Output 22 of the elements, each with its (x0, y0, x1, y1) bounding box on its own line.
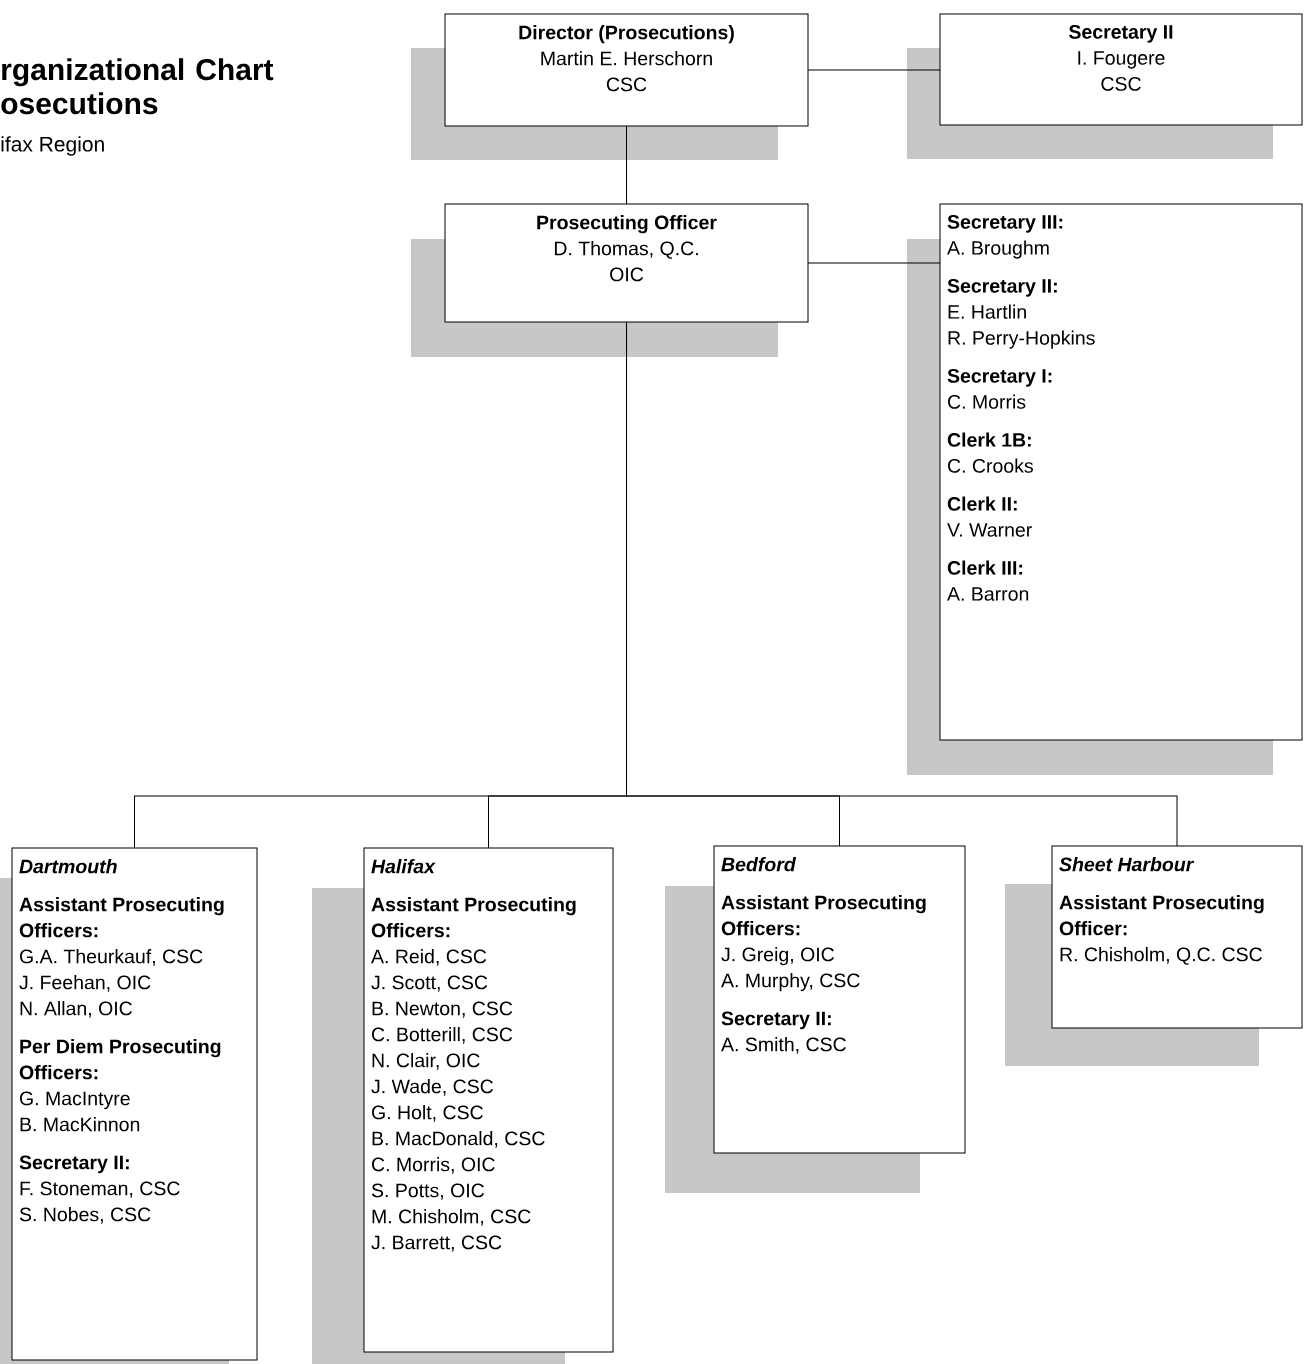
node-label: Bedford (721, 857, 797, 872)
org-box: Secretary II I. Fougere CSC (907, 13, 1303, 159)
connector-line (626, 321, 1178, 847)
org-box: Director (Prosecutions) Martin E. Herschorn CSC (411, 13, 809, 160)
org-box: Prosecuting Officer D. Thomas, Q.C. OIC (411, 203, 809, 357)
org-box: Dartmouth Assistant Prosecuting Officers: G.A. Theurkauf, CSC J. Feehan, OIC N. Allan, OIC Per Diem Prosecuting Officers: G. MacIntyre B. MacKinnon Secretary II: F. Stoneman, CSC S. Nobes, CSC (0, 847, 258, 1364)
node-label: Dartmouth (19, 859, 117, 874)
org-box: Sheet Harbour Assistant Prosecuting Officer: R. Chisholm, Q.C. CSC (1005, 845, 1303, 1066)
org-box: Bedford Assistant Prosecuting Officers: J. Greig, OIC A. Murphy, CSC Secretary II: A. Smith, CSC (665, 845, 966, 1193)
subtitle: ifax Region (1, 136, 104, 156)
node-label: Sheet Harbour (1059, 857, 1195, 872)
node-label: Prosecuting Officer (537, 215, 717, 234)
chart-title: rganizational Chart osecutions (1, 58, 274, 115)
node-label: Halifax (371, 859, 436, 874)
node-label: Secretary II (1069, 25, 1173, 43)
connector-line (807, 69, 941, 71)
node-label: Director (Prosecutions) (519, 25, 734, 44)
connector-line (807, 262, 941, 264)
connector-line (626, 125, 627, 205)
org-box: Secretary III: A. Broughm Secretary II: E. Hartlin R. Perry-Hopkins Secretary I: C. Morris Clerk 1B: C. Crooks Clerk II: V. Warner Clerk III: A. Barron (907, 203, 1303, 775)
org-box: Halifax Assistant Prosecuting Officers: A. Reid, CSC J. Scott, CSC B. Newton, CSC C. Botterill, CSC N. Clair, OIC J. Wade, CSC G. Holt, CSC B. MacDonald, CSC C. Morris, OIC S. Potts, OIC M. Chisholm, CSC J. Barrett, CSC (312, 847, 614, 1364)
node-label: Secretary III: (947, 215, 1063, 233)
